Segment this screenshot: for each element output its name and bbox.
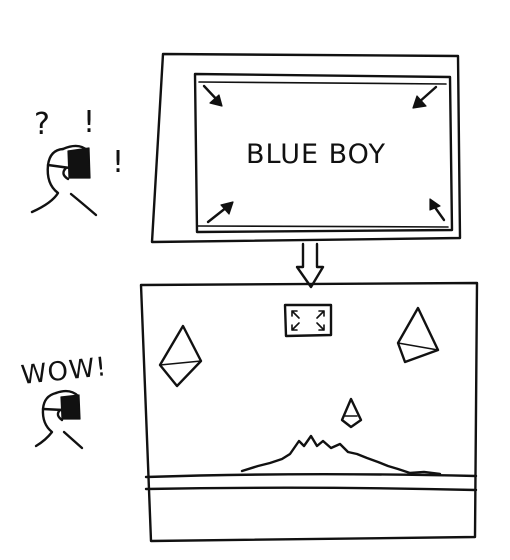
exclamation-mark-2: ! [112, 145, 124, 180]
top-panel-inner-screen-shadow [197, 81, 449, 228]
question-mark: ? [34, 107, 50, 142]
transition-arrow-icon [295, 242, 325, 289]
mini-screen-icon [283, 303, 333, 338]
crystal-left [158, 324, 203, 388]
arrow-bottom-left-icon [206, 201, 234, 224]
vr-viewer-head-icon [34, 389, 84, 450]
bottom-panel-frame [139, 281, 479, 543]
mountain-ridge [240, 434, 442, 476]
top-panel: BLUE BOY [150, 52, 462, 244]
player-ship-icon [340, 397, 363, 429]
bottom-panel [139, 281, 479, 543]
vr-viewer-head-icon [30, 144, 98, 217]
arrow-top-right-icon [412, 85, 438, 109]
wow-exclamation: WOW! [20, 352, 109, 391]
viewer-amazed: WOW! [20, 352, 109, 450]
zoom-arrows [202, 84, 446, 224]
top-panel-inner-screen [193, 72, 454, 234]
exclamation-mark-1: ! [83, 105, 95, 140]
arrow-bottom-right-icon [429, 198, 446, 222]
top-panel-outer-frame [150, 52, 462, 244]
screen-title-label: BLUE BOY [246, 139, 386, 170]
bottom-panel-ground-line [144, 473, 478, 479]
arrow-top-left-icon [202, 84, 223, 107]
viewer-confused: ? ! ! [30, 105, 124, 217]
crystal-right [396, 306, 440, 364]
bottom-panel-ground-line-lower [144, 486, 478, 492]
